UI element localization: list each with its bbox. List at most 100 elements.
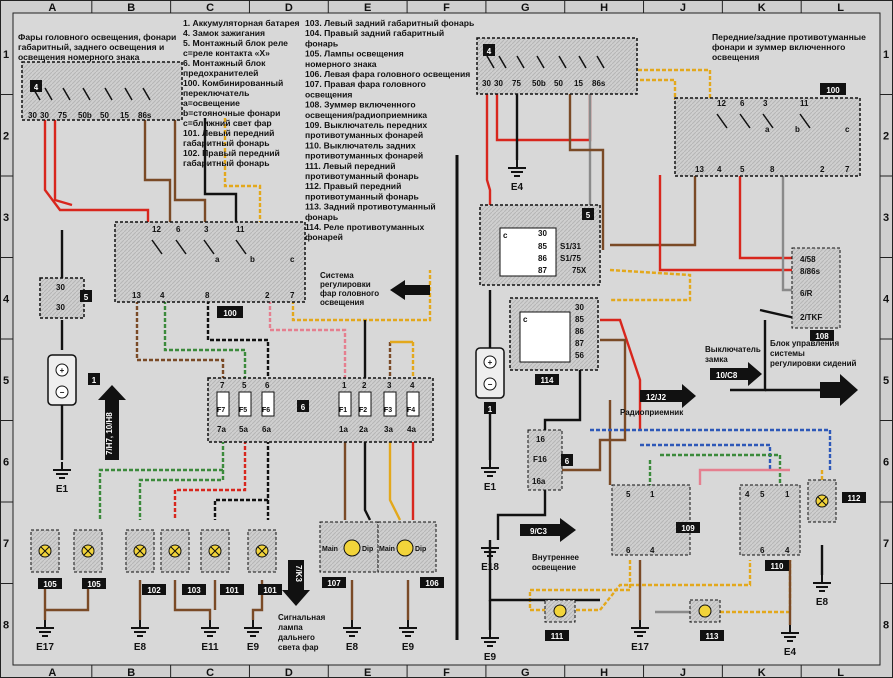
title-right-1: Передние/задние противотуманные [712, 32, 866, 42]
legend1-line-14: габаритный фонарь [183, 158, 270, 168]
ground-left-4: E9 [247, 642, 260, 653]
relay-right-id: 5 [586, 211, 591, 220]
lamp101b-id: 101 [263, 586, 277, 595]
sw110-p6: 6 [760, 546, 765, 555]
grid-col-J: J [680, 667, 686, 678]
connector-c1: 7/H7, 10/H8 [98, 385, 126, 460]
switch_left-top-3: 11 [236, 225, 245, 234]
switch_left-top-2: 3 [204, 225, 209, 234]
legend2-line-6: 107. Правая фара головного [305, 79, 426, 89]
grid-row-6: 6 [3, 456, 9, 468]
grid-col-D: D [285, 2, 293, 14]
switch-110: 4 5 1 6 4 110 [739, 484, 801, 571]
grid-row-5: 5 [883, 375, 889, 387]
relay-left: 30 30 5 [39, 277, 92, 319]
lamp-l111-id: 111 [551, 632, 564, 641]
legend2-line-16: 112. Правый передний [305, 181, 401, 191]
fuse-top-5: 3 [387, 381, 392, 390]
hl107-dip: Dip [362, 546, 373, 553]
relay114-c: c [523, 315, 528, 324]
ground-right-6: E8 [816, 597, 829, 608]
legend1-line-10: c=ближний свет фар [183, 118, 272, 128]
grid-col-F: F [443, 667, 450, 678]
battery-right-id: 1 [488, 405, 493, 414]
ground-right-5: E4 [784, 647, 797, 658]
relay114-id: 114 [541, 376, 554, 385]
hl106-main: Main [379, 546, 395, 553]
hb-line1: Сигнальная [278, 613, 326, 622]
legend2-line-5: 106. Левая фара головного освещения [305, 69, 470, 79]
switch_left-bot-3: 2 [265, 291, 270, 300]
legend2-line-21: фонарей [305, 232, 343, 242]
fuse16-name: F16 [533, 455, 547, 464]
hs-line3: фар головного [320, 289, 379, 298]
grid-col-H: H [600, 2, 608, 14]
interior-2: освещение [532, 563, 576, 572]
misc-labels: Радиоприемник Внутреннее освещение Выклю… [532, 339, 856, 572]
grid-row-2: 2 [3, 130, 9, 142]
sw109-p4: 4 [650, 546, 655, 555]
switch_right-bot-2: 5 [740, 165, 745, 174]
relay-right-p87: 87 [538, 266, 547, 275]
hl106-id: 106 [425, 579, 439, 588]
connector-c3: 9/C3 [520, 518, 576, 542]
legend2-line-14: 111. Левый передний [305, 161, 395, 171]
grid-col-H: H [600, 667, 608, 678]
sw110-id: 110 [771, 562, 784, 571]
title-right-2: фонари и зуммер включенного [712, 42, 845, 52]
switch_right-bot-3: 8 [770, 165, 775, 174]
legend1-line-1: 4. Замок зажигания [183, 28, 265, 38]
fuse-16: 16 F16 16a 6 [527, 429, 573, 491]
fuse-top-1: 5 [242, 381, 247, 390]
seat-2: системы [770, 349, 805, 358]
ign_right-pin-1: 30 [494, 79, 503, 88]
ign_right-pin-4: 50 [554, 79, 563, 88]
lamp103-id: 103 [187, 586, 201, 595]
grid-col-G: G [521, 2, 530, 14]
legend1-line-5: предохранителей [183, 68, 258, 78]
switch_left-bot-1: 4 [160, 291, 165, 300]
hs-line2: регулировки [320, 280, 371, 289]
legend2-line-7: освещения [305, 89, 352, 99]
title-right-3: освещения [712, 52, 759, 62]
switch_left-top-1: 6 [176, 225, 181, 234]
title-left-3: освещения номерного знака [18, 52, 140, 62]
ground-right-3: E9 [484, 652, 497, 663]
relay-left-id: 5 [84, 293, 89, 302]
buzzer-108: 4/58 8/86s 6/R 2/TKF 108 [791, 247, 841, 341]
ign_right-pin-3: 50b [532, 79, 546, 88]
relay-right-p85: 85 [538, 242, 547, 251]
legend2-line-2: фонарь [305, 38, 338, 48]
fuse-block-id: 6 [301, 403, 306, 412]
hb-line3: дальнего [278, 633, 315, 642]
legend2-line-3: 105. Лампы освещения [305, 49, 404, 59]
connector-c3-label: 9/C3 [530, 527, 547, 536]
title-left: Фары головного освещения, фонари габарит… [18, 32, 176, 62]
hl106-dip: Dip [415, 546, 426, 553]
grid-col-E: E [364, 667, 371, 678]
legend2-line-17: противотуманный фонарь [305, 191, 419, 201]
ground-left-1: E17 [36, 642, 54, 653]
wires-left [43, 118, 432, 620]
high-beam-label: Сигнальная лампа дальнего света фар [278, 613, 326, 652]
switch-right-a: a [765, 125, 770, 134]
buzzer-id: 108 [815, 332, 829, 341]
relay114-p85: 85 [575, 315, 584, 324]
legend2-line-20: 114. Реле противотуманных [305, 222, 424, 232]
relay-right-p30: 30 [538, 229, 547, 238]
legend2-line-10: 109. Выключатель передних [305, 120, 427, 130]
switch-right-b: b [795, 125, 800, 134]
grid-col-A: A [48, 667, 56, 678]
ground-right-1: E1 [484, 482, 497, 493]
switch_left-bot-4: 7 [290, 291, 295, 300]
buzzer-p2: 8/86s [800, 267, 821, 276]
grid-col-K: K [758, 2, 766, 14]
legend2-line-8: 108. Зуммер включенного [305, 100, 416, 110]
legend2-line-1: 104. Правый задний габаритный [305, 28, 444, 38]
fuse-bot-5: 3a [384, 425, 393, 434]
switch_left-top-0: 12 [152, 225, 161, 234]
switch_right-top-1: 6 [740, 99, 745, 108]
headlight-system-arrow: Система регулировки фар головного освеще… [320, 271, 430, 307]
